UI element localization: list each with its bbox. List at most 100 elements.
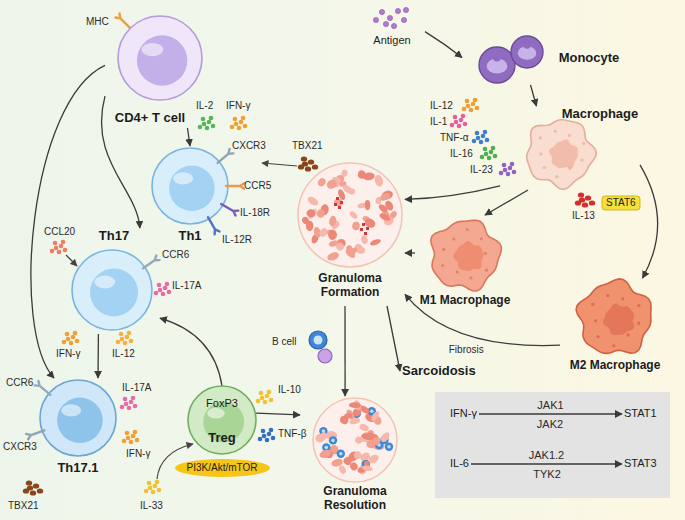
granule	[480, 237, 483, 240]
red-granule	[362, 223, 365, 226]
outcome: Sarcoidosis	[400, 362, 478, 380]
cell-body	[152, 148, 228, 224]
granule	[456, 270, 459, 273]
epithelioid-cell	[352, 451, 361, 460]
node-label: STAT1	[624, 407, 657, 420]
connector	[479, 413, 622, 414]
leader-arrow	[66, 255, 77, 266]
cytokine: IFN-γ	[448, 406, 479, 422]
label: TNF-β	[278, 428, 307, 440]
label: CCR5	[244, 180, 271, 192]
red-granule	[360, 228, 363, 231]
edge-label: JAK1.2	[529, 449, 564, 462]
epithelioid-cell	[341, 183, 353, 195]
epithelioid-cell	[371, 433, 381, 446]
nucleus	[387, 445, 391, 449]
node-label: M1 Macrophage	[420, 293, 511, 307]
nucleus	[370, 409, 374, 413]
connector	[188, 128, 191, 146]
cytokine-dots	[116, 331, 134, 346]
granule	[539, 152, 542, 155]
nucleus	[603, 304, 634, 336]
connector	[256, 413, 300, 415]
epithelioid-cell	[363, 172, 376, 181]
granule	[568, 167, 571, 170]
receptor	[116, 14, 132, 30]
highlight	[173, 172, 193, 184]
epithelioid-cell	[316, 177, 327, 188]
epithelioid-cell	[306, 209, 315, 218]
highlight	[207, 408, 225, 419]
nucleus	[453, 241, 483, 271]
granule	[591, 303, 594, 306]
monocyte-body	[479, 47, 515, 83]
cytokine-granules	[575, 192, 595, 207]
epithelioid-cell	[331, 458, 344, 468]
cytokine-dots	[472, 130, 490, 145]
red-granule	[336, 197, 339, 200]
label: TYK2	[533, 468, 561, 481]
epithelioid-cell	[328, 215, 337, 227]
epithelioid-cell	[360, 235, 368, 245]
antigen-particle	[391, 23, 396, 28]
connector	[405, 186, 500, 200]
cytokine-dots	[462, 98, 480, 113]
granule	[484, 252, 487, 255]
granule	[594, 319, 597, 322]
epithelioid-cell	[378, 212, 391, 222]
label: IL-10	[278, 384, 301, 396]
epithelioid-cell	[316, 208, 325, 218]
epithelioid-cell	[384, 199, 395, 212]
epithelioid-cell	[361, 432, 373, 441]
cytokine-dots	[198, 116, 216, 131]
label: IL-33	[140, 500, 163, 512]
m2-macrophage: M2 Macrophage	[560, 278, 670, 374]
connector	[97, 334, 99, 378]
nucleus-notch	[493, 53, 501, 61]
pathway-oval: PI3K/Akt/mTOR	[175, 459, 270, 477]
granuloma-outline	[298, 163, 402, 267]
label: IL-16	[450, 148, 473, 160]
nucleus	[549, 140, 578, 169]
granule	[568, 134, 571, 137]
antigen-particle	[401, 17, 406, 22]
node-label: Granuloma Resolution	[305, 484, 405, 513]
cytokine-dots	[122, 430, 140, 445]
granuloma-outline	[313, 398, 397, 482]
receptor	[218, 149, 234, 163]
epithelioid-cell	[374, 174, 385, 187]
label: IL-13	[572, 210, 595, 222]
monocyte: Monocyte	[462, 30, 625, 85]
edge-label: Fibrosis	[449, 344, 484, 356]
antigen-particle	[395, 8, 400, 13]
label: B cell	[272, 336, 296, 348]
highlight	[142, 43, 164, 56]
granule	[596, 335, 599, 338]
pathway-panel	[435, 392, 670, 498]
epithelioid-cell	[348, 210, 358, 220]
label: TBX21	[8, 500, 39, 512]
epithelioid-cell	[349, 417, 361, 425]
granule	[606, 294, 609, 297]
th1-cell: Th1	[148, 146, 232, 244]
label: CXCR3	[3, 441, 37, 453]
stat6-box: STAT6	[602, 196, 640, 210]
epithelioid-cell	[367, 453, 380, 465]
nucleus	[322, 429, 326, 433]
label: CCR6	[162, 249, 189, 261]
granule	[637, 304, 640, 307]
antigen-particle	[383, 21, 388, 26]
red-granule	[334, 203, 337, 206]
cytokine-dots	[230, 116, 248, 131]
box	[602, 196, 640, 210]
label: IFN-γ	[56, 348, 80, 360]
cytokine-dots	[480, 146, 498, 161]
cytokine: IL-6	[448, 456, 471, 472]
granule	[580, 159, 583, 162]
granule	[582, 142, 585, 145]
node-label: CD4+ T cell	[115, 110, 185, 126]
granule	[485, 269, 488, 272]
node-label: Granuloma Formation	[300, 271, 400, 300]
immune-cell	[329, 436, 337, 444]
epithelioid-cell	[319, 448, 332, 459]
